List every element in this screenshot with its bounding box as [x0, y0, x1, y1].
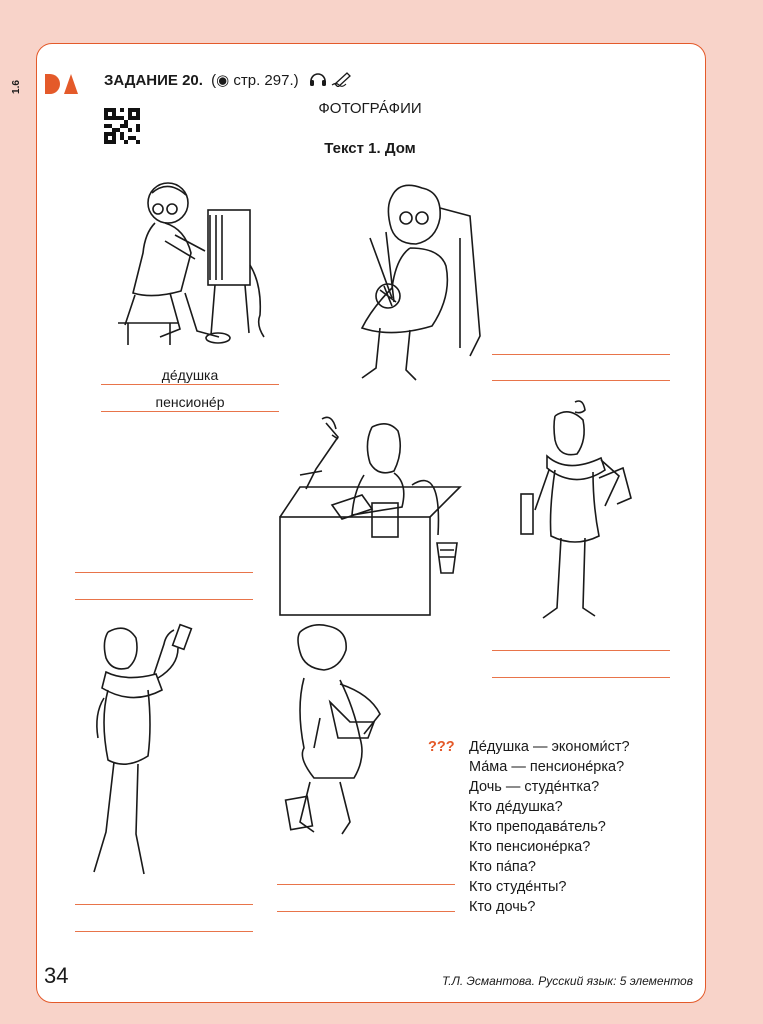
answer-word-pensioner: пенсионе́р	[155, 394, 225, 410]
question-item: Кто преподава́тель?	[469, 819, 606, 835]
section-label: 1.6	[11, 80, 22, 94]
task-header: ЗАДАНИЕ 20. (◉ стр. 297.)	[104, 71, 353, 91]
question-marks: ???	[428, 739, 455, 755]
task-number: ЗАДАНИЕ 20.	[104, 72, 203, 89]
question-item: Кто студе́нты?	[469, 879, 567, 895]
daughter-student-illustration	[520, 400, 632, 619]
qr-code-icon[interactable]	[104, 108, 140, 144]
answer-line[interactable]	[101, 384, 279, 385]
answer-line[interactable]	[75, 599, 253, 600]
page-number: 34	[44, 963, 69, 988]
answer-line[interactable]	[492, 380, 670, 381]
question-block: ??? Де́душка — экономи́ст? Ма́ма — пенси…	[428, 737, 630, 917]
answer-line[interactable]	[277, 911, 455, 912]
question-item: Кто пенсионе́рка?	[469, 839, 591, 855]
pencil-writing-icon[interactable]	[331, 71, 353, 88]
question-item: Кто де́душка?	[469, 799, 563, 815]
grandpa-piano-illustration	[118, 182, 265, 345]
grandma-knitting-illustration	[360, 184, 481, 381]
answer-line[interactable]	[75, 931, 253, 932]
answer-line[interactable]	[75, 904, 253, 905]
question-item: Ма́ма — пенсионе́рка?	[469, 759, 625, 775]
answer-line[interactable]	[277, 884, 455, 885]
text-subtitle: Текст 1. Дом	[324, 140, 416, 157]
question-item: Кто па́па?	[469, 859, 536, 875]
mother-books-illustration	[284, 624, 381, 835]
answer-word-grandpa: де́душка	[161, 367, 219, 383]
question-item: Де́душка — экономи́ст?	[469, 739, 630, 755]
logo-icon	[45, 74, 78, 94]
answer-line[interactable]	[75, 572, 253, 573]
answer-line[interactable]	[492, 354, 670, 355]
page-reference[interactable]: (◉ стр. 297.)	[211, 72, 299, 89]
book-source: Т.Л. Эсмантова. Русский язык: 5 элементо…	[442, 974, 693, 988]
teacher-desk-illustration	[279, 416, 462, 616]
page-title: ФОТОГРА́ФИИ	[318, 100, 422, 117]
answer-line[interactable]	[492, 677, 670, 678]
father-phone-illustration	[93, 623, 193, 875]
headphones-icon[interactable]	[309, 71, 327, 87]
answer-line[interactable]	[492, 650, 670, 651]
question-item: Дочь — студе́нтка?	[469, 779, 600, 795]
question-item: Кто дочь?	[469, 899, 536, 915]
answer-line[interactable]	[101, 411, 279, 412]
question-list: Де́душка — экономи́ст? Ма́ма — пенсионе́…	[469, 737, 630, 917]
